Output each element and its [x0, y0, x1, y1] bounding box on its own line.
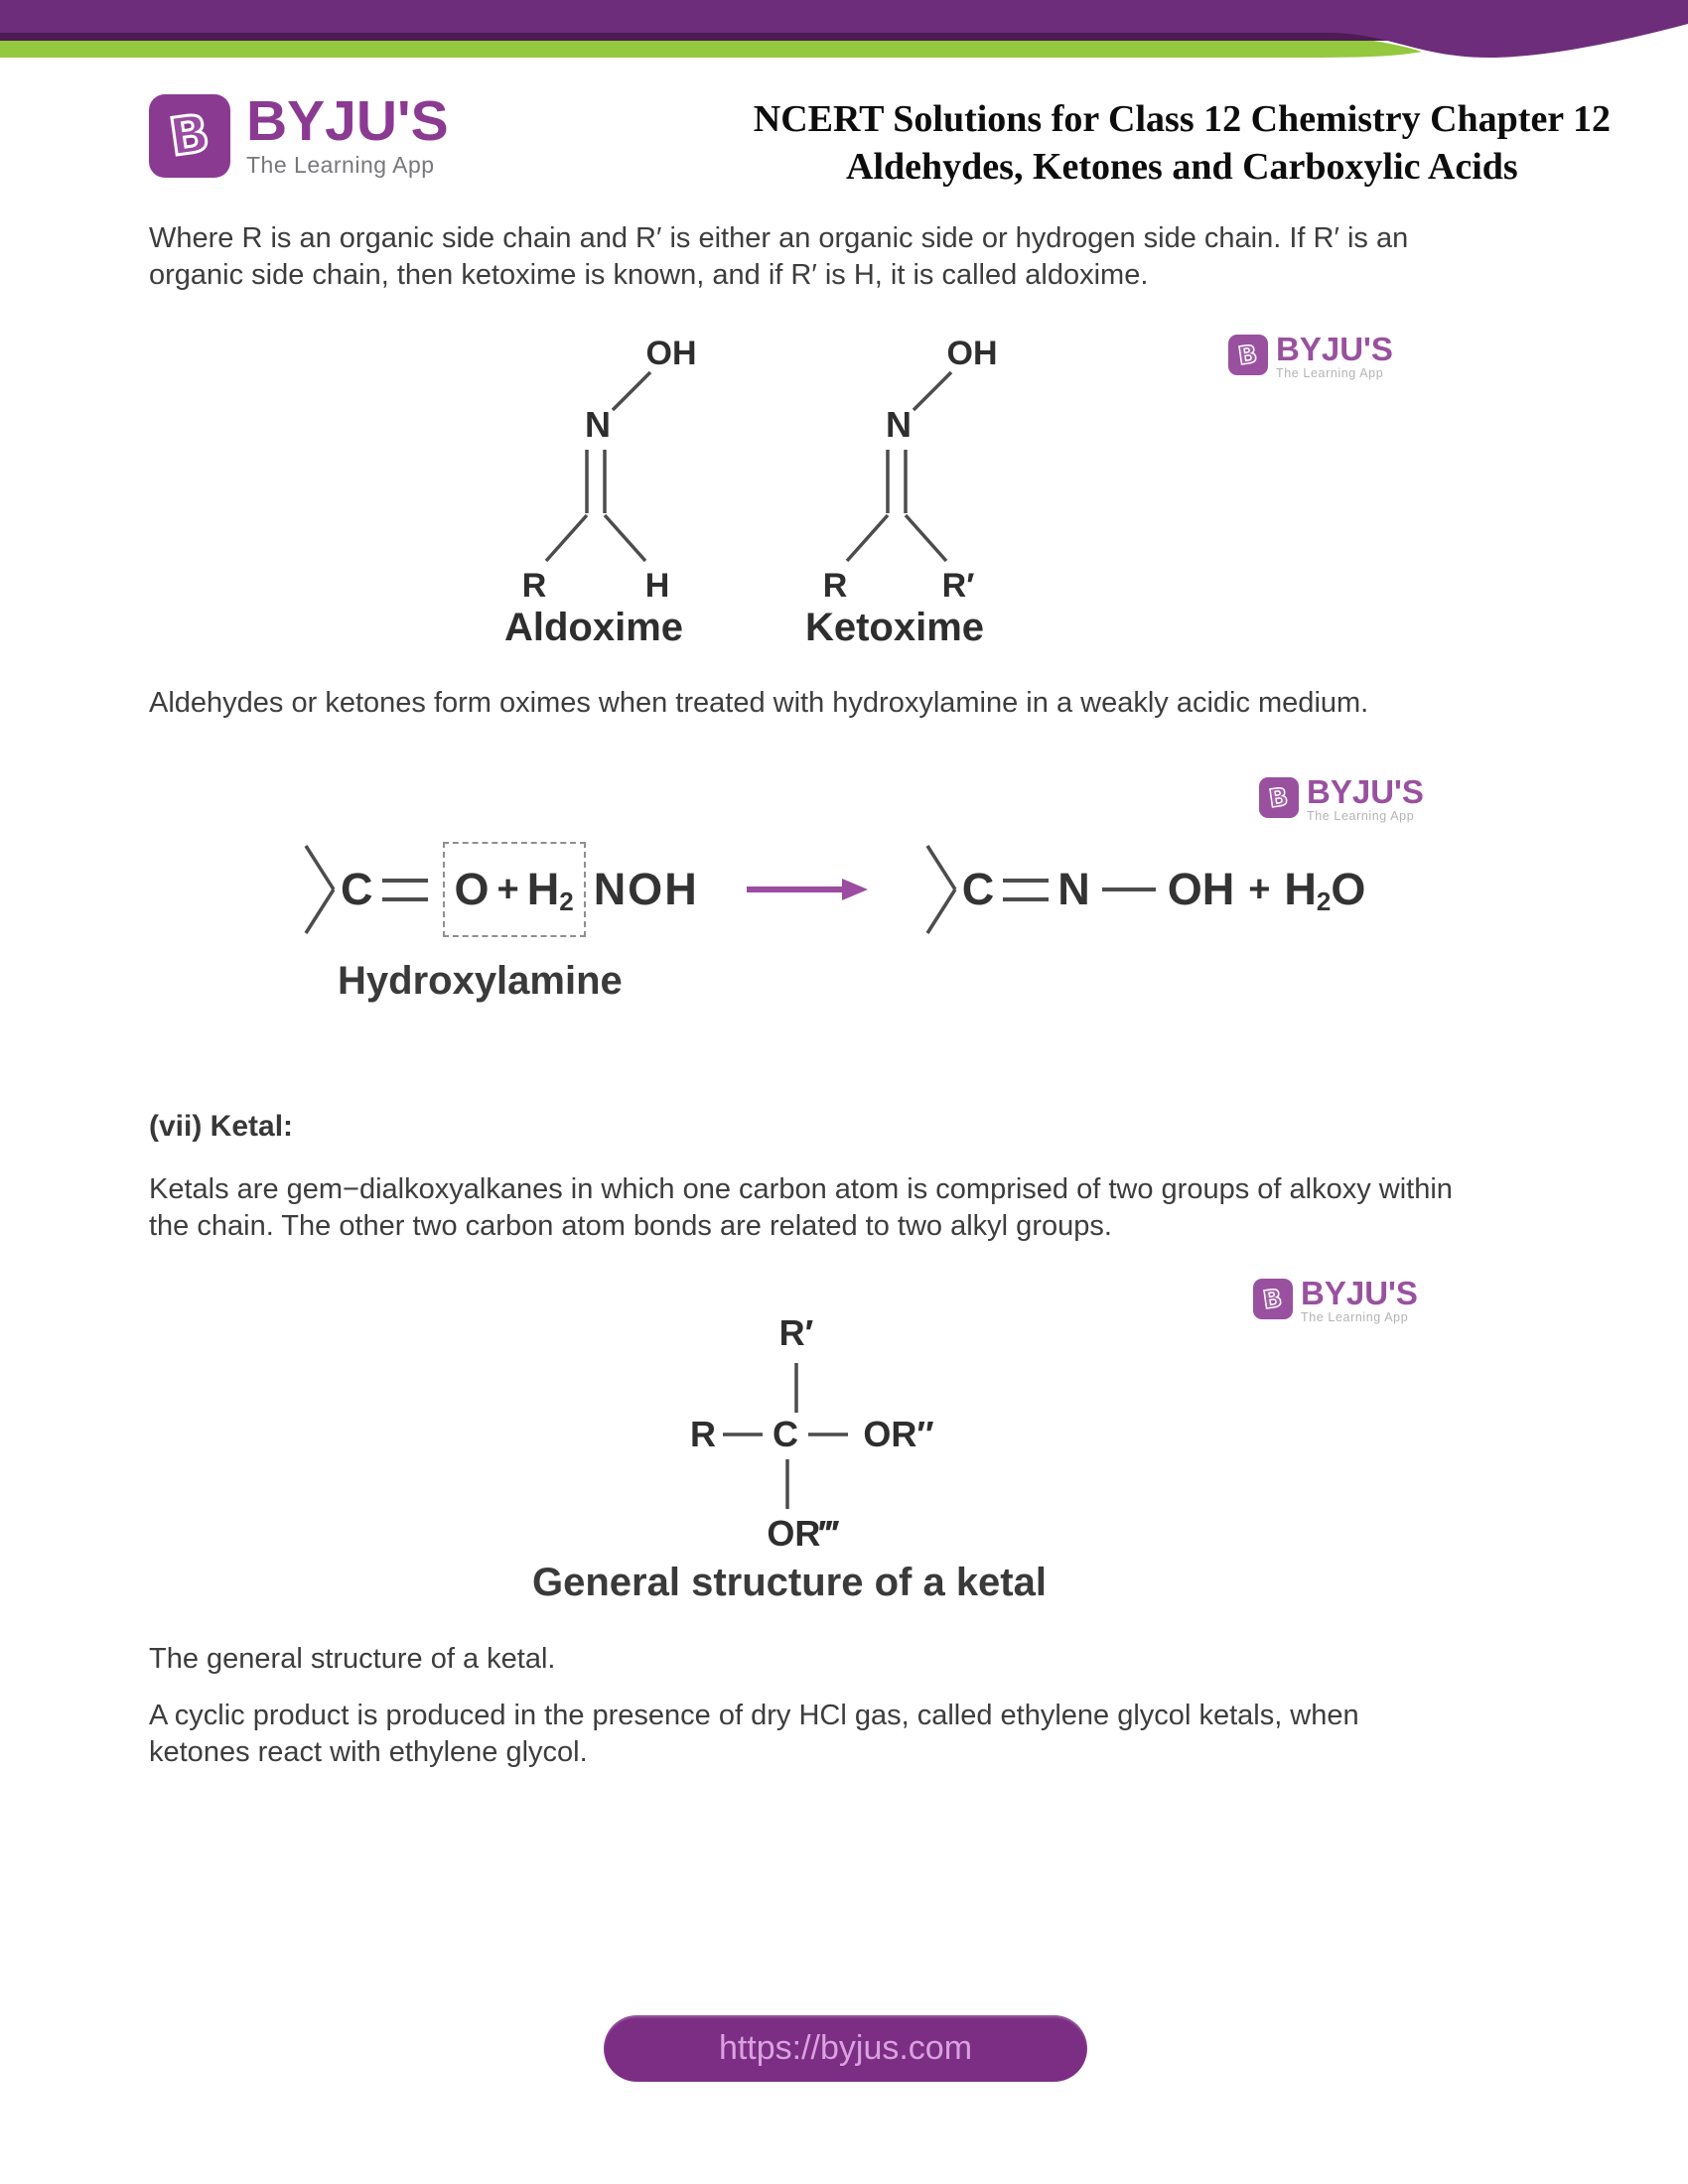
ketoxime-r: R [823, 567, 848, 605]
byjus-watermark-text: BYJU'S The Learning App [1301, 1275, 1418, 1324]
product-n: N [1057, 864, 1090, 914]
ketal-rprime: R′ [779, 1312, 814, 1353]
byjus-watermark-icon: B [1253, 1279, 1293, 1319]
ketoxime-label: Ketoxime [805, 606, 984, 649]
paragraph-line: the chain. The other two carbon atom bon… [149, 1210, 1112, 1242]
reaction-arrow-icon [746, 879, 868, 900]
paragraph-cyclic-product: A cyclic product is produced in the pres… [149, 1698, 1359, 1771]
double-bond [1003, 878, 1050, 901]
reactant-o: O [454, 864, 490, 914]
single-bond [1101, 887, 1156, 891]
paragraph-ketal-definition: Ketals are gem−dialkoxyalkanes in which … [149, 1171, 1453, 1245]
reactant-c: C [341, 864, 373, 914]
ketoxime-rprime: R′ [942, 567, 975, 605]
paragraph-line: Aldehydes or ketones form oximes when tr… [149, 687, 1369, 719]
header-swoosh [0, 0, 1688, 58]
ketal-r: R [690, 1414, 716, 1454]
product-h2o-subscript: 2 [1316, 886, 1332, 916]
page-title-line1: NCERT Solutions for Class 12 Chemistry C… [753, 98, 1611, 140]
byjus-b-glyph: B [1236, 339, 1260, 371]
paragraph-line: Where R is an organic side chain and R′ … [149, 222, 1409, 254]
byjus-b-glyph: B [1267, 781, 1291, 814]
oxime-structures-figure: OH N R H Aldoxime OH N R R′ Ketoxime [504, 335, 998, 649]
double-bond [381, 878, 428, 901]
product-h2o-h: H [1284, 864, 1317, 914]
plus-sign: + [496, 868, 519, 910]
ketal-c: C [773, 1414, 798, 1454]
paragraph-oximes-formation: Aldehydes or ketones form oximes when tr… [149, 685, 1368, 722]
byjus-watermark-text: BYJU'S The Learning App [1276, 331, 1393, 380]
dashed-highlight-box: O + H 2 [442, 842, 586, 937]
ketal-figure-label: General structure of a ketal [532, 1561, 1047, 1604]
product-h2o-o: O [1331, 864, 1366, 914]
reactant-h: H [526, 864, 560, 914]
byjus-watermark-tagline: The Learning App [1301, 1310, 1409, 1324]
ketal-heading: (vii) Ketal: [149, 1110, 294, 1143]
paragraph-line: ketones react with ethylene glycol. [149, 1736, 588, 1768]
ketal-or3: OR‴ [767, 1513, 839, 1554]
header-purple-band [0, 0, 1688, 58]
aldoxime-label: Aldoxime [504, 606, 683, 649]
page-title-line2: Aldehydes, Ketones and Carboxylic Acids [846, 146, 1518, 188]
byjus-b-glyph: B [1261, 1283, 1285, 1315]
byjus-watermark: B BYJU'S The Learning App [1228, 331, 1393, 380]
ketoxime-structure [845, 370, 953, 563]
n-oh-bond [912, 370, 953, 412]
byjus-watermark-tagline: The Learning App [1276, 366, 1384, 380]
aldoxime-r: R [522, 567, 547, 605]
aldoxime-h: H [645, 567, 670, 605]
byjus-b-glyph: B [165, 102, 215, 170]
aldoxime-structure [544, 370, 652, 563]
paragraph-line: Ketals are gem−dialkoxyalkanes in which … [149, 1173, 1453, 1205]
byjus-logo-name: BYJU'S [246, 89, 449, 153]
byjus-url-link[interactable]: https://byjus.com [604, 2015, 1087, 2082]
c-rprime-bond [904, 513, 948, 563]
plus-sign: + [1248, 868, 1271, 910]
page-title: NCERT Solutions for Class 12 Chemistry C… [754, 95, 1611, 191]
c-r-bond [544, 513, 589, 563]
paragraph-line: A cyclic product is produced in the pres… [149, 1700, 1359, 1731]
byjus-logo-text: BYJU'S The Learning App [246, 89, 449, 179]
product-c: C [961, 864, 995, 914]
reactant-noh: NOH [593, 864, 699, 914]
ketoxime-n: N [886, 404, 912, 445]
aldoxime-oh: OH [646, 335, 697, 372]
aldoxime-n: N [585, 404, 611, 445]
header-dark-line [0, 31, 1404, 41]
header-green-band [0, 37, 1422, 58]
byjus-watermark-tagline: The Learning App [1307, 809, 1415, 823]
byjus-logo-tagline: The Learning App [246, 152, 435, 178]
ketal-structure-figure: R′ R C OR″ OR‴ [690, 1312, 934, 1554]
n-oh-bond [611, 370, 652, 412]
c-h-bond [603, 513, 647, 563]
byjus-logo: B BYJU'S The Learning App [149, 89, 449, 179]
byjus-logo-icon: B [149, 94, 230, 178]
byjus-watermark-icon: B [1259, 777, 1299, 818]
byjus-watermark-name: BYJU'S [1276, 331, 1393, 367]
byjus-watermark-icon: B [1228, 335, 1268, 375]
reactant-h-subscript: 2 [559, 886, 574, 916]
byjus-watermark: B BYJU'S The Learning App [1259, 773, 1424, 823]
byjus-watermark-name: BYJU'S [1307, 773, 1424, 810]
ketoxime-oh: OH [947, 335, 998, 372]
ketal-or2: OR″ [863, 1414, 933, 1454]
paragraph-general-structure: The general structure of a ketal. [149, 1641, 555, 1678]
hydroxylamine-label: Hydroxylamine [338, 959, 623, 1003]
carbon-chevron-icon [304, 845, 336, 934]
paragraph-oxime-intro: Where R is an organic side chain and R′ … [149, 220, 1408, 294]
byjus-watermark-name: BYJU'S [1301, 1275, 1418, 1311]
paragraph-line: organic side chain, then ketoxime is kno… [149, 259, 1149, 291]
carbon-chevron-icon [925, 845, 957, 934]
paragraph-line: The general structure of a ketal. [149, 1643, 556, 1675]
product-oh: OH [1167, 864, 1235, 914]
byjus-watermark: B BYJU'S The Learning App [1253, 1275, 1418, 1324]
ketal-bonds [723, 1363, 848, 1509]
c-r-bond [845, 513, 890, 563]
hydroxylamine-reaction-figure: C O + H 2 NOH C N OH + H 2 O [303, 840, 1365, 939]
byjus-watermark-text: BYJU'S The Learning App [1307, 773, 1424, 823]
